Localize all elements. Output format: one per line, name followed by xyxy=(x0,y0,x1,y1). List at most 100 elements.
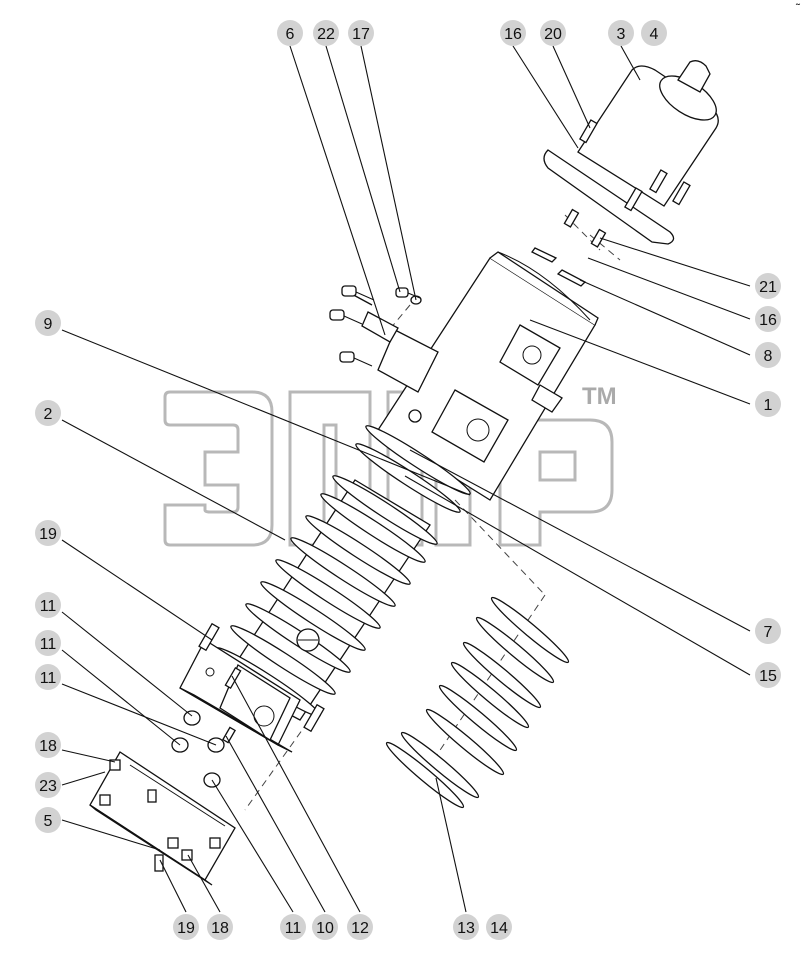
callout-c-19-left: 19 xyxy=(35,520,61,546)
callout-number: 19 xyxy=(39,526,57,543)
callout-number: 10 xyxy=(316,920,334,937)
callout-c-16-right: 16 xyxy=(755,306,781,332)
leader-line-c-1 xyxy=(529,319,751,405)
callout-c-6: 6 xyxy=(277,20,303,46)
leader-line-c-18-bottom xyxy=(187,854,221,913)
callout-number: 2 xyxy=(44,406,53,423)
callout-number: 16 xyxy=(759,312,777,329)
callout-bubble xyxy=(348,20,374,46)
leader-line-c-13 xyxy=(435,777,467,913)
callout-number: 19 xyxy=(177,920,195,937)
callout-bubble xyxy=(500,20,526,46)
callout-number: 3 xyxy=(617,26,626,43)
callout-bubble xyxy=(540,20,566,46)
callout-number: 20 xyxy=(544,26,562,43)
callout-bubble xyxy=(755,618,781,644)
leader-line-c-19-left xyxy=(61,539,213,641)
leader-line-c-9 xyxy=(61,329,471,496)
callout-c-22: 22 xyxy=(313,20,339,46)
callout-c-23: 23 xyxy=(35,772,61,798)
callout-c-16-top: 16 xyxy=(500,20,526,46)
callout-c-9: 9 xyxy=(35,310,61,336)
callout-number: 23 xyxy=(39,778,57,795)
leader-line-c-17 xyxy=(360,45,417,301)
callout-number: 11 xyxy=(285,920,302,937)
callout-number: 21 xyxy=(759,279,777,296)
callout-bubble xyxy=(313,20,339,46)
callout-bubble xyxy=(35,807,61,833)
callout-number: 12 xyxy=(351,920,369,937)
leader-line-c-23 xyxy=(61,771,106,786)
leader-lines xyxy=(61,45,751,913)
callout-c-10: 10 xyxy=(312,914,338,940)
housing-body xyxy=(377,251,599,501)
callout-bubble xyxy=(173,914,199,940)
callout-bubble xyxy=(207,914,233,940)
callout-bubble xyxy=(35,592,61,618)
callout-c-3: 3 xyxy=(608,20,634,46)
callout-number: 14 xyxy=(490,920,508,937)
callout-c-2: 2 xyxy=(35,400,61,426)
leader-line-c-10 xyxy=(225,735,326,913)
leader-line-c-15 xyxy=(404,475,751,676)
callout-c-21: 21 xyxy=(755,273,781,299)
leader-line-c-6 xyxy=(289,45,386,336)
callout-number: 22 xyxy=(317,26,335,43)
callout-number: 6 xyxy=(286,26,295,43)
leader-line-c-11-c xyxy=(61,683,217,746)
leader-line-c-7 xyxy=(409,449,751,632)
leader-line-c-11-b xyxy=(61,649,181,746)
callout-number: 18 xyxy=(39,738,57,755)
callout-number: 11 xyxy=(40,598,57,615)
callout-bubble xyxy=(35,310,61,336)
callout-bubble xyxy=(453,914,479,940)
leader-line-c-11-bottom xyxy=(211,779,294,913)
leader-line-c-12 xyxy=(231,675,361,913)
leader-line-c-21 xyxy=(599,237,751,287)
corner-mark: ˜ xyxy=(795,1,801,15)
callout-c-18-bottom: 18 xyxy=(207,914,233,940)
bracket-assembly xyxy=(329,285,439,393)
leader-line-c-18-left xyxy=(61,749,116,763)
callout-c-8: 8 xyxy=(755,342,781,368)
leader-line-c-19-bottom xyxy=(159,859,187,913)
leader-line-c-5 xyxy=(61,819,161,851)
callout-c-7: 7 xyxy=(755,618,781,644)
callout-number: 16 xyxy=(504,26,522,43)
callout-c-11-c: 11 xyxy=(35,664,61,690)
callout-bubble xyxy=(35,520,61,546)
callout-number: 8 xyxy=(764,348,773,365)
callout-c-11-a: 11 xyxy=(35,592,61,618)
leader-line-c-20 xyxy=(552,45,591,129)
callout-c-17: 17 xyxy=(348,20,374,46)
callout-c-15: 15 xyxy=(755,662,781,688)
callout-number: 17 xyxy=(352,26,370,43)
callout-bubble xyxy=(277,20,303,46)
leader-line-c-8 xyxy=(579,279,751,356)
callout-number: 9 xyxy=(44,316,53,333)
callout-bubble xyxy=(35,664,61,690)
callout-c-18-left: 18 xyxy=(35,732,61,758)
callout-bubble xyxy=(486,914,512,940)
callout-number: 1 xyxy=(764,397,773,414)
callout-c-19-bottom: 19 xyxy=(173,914,199,940)
loose-sheds xyxy=(385,596,570,809)
callout-bubble xyxy=(755,662,781,688)
callout-bubble xyxy=(347,914,373,940)
callout-bubble xyxy=(35,400,61,426)
callout-c-11-b: 11 xyxy=(35,630,61,656)
callout-number: 7 xyxy=(764,624,773,641)
callout-number: 11 xyxy=(40,670,57,687)
leader-line-c-16-right xyxy=(587,257,751,320)
leader-line-c-22 xyxy=(325,45,401,293)
callout-c-14: 14 xyxy=(486,914,512,940)
callout-number: 13 xyxy=(457,920,475,937)
callout-c-12: 12 xyxy=(347,914,373,940)
callout-bubble xyxy=(608,20,634,46)
callout-c-5: 5 xyxy=(35,807,61,833)
callout-bubble xyxy=(35,630,61,656)
callout-number: 18 xyxy=(211,920,229,937)
callout-c-20: 20 xyxy=(540,20,566,46)
